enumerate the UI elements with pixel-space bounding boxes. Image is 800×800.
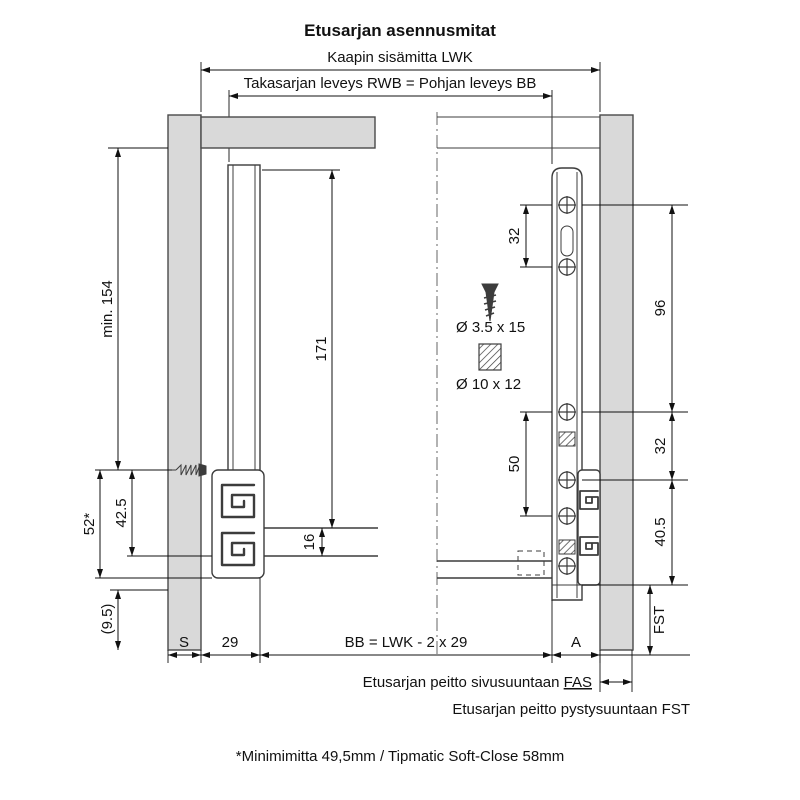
- bottom-dimensions: S 29 BB = LWK - 2 x 29 A: [167, 578, 601, 663]
- runner-rail-profile-right: [577, 469, 601, 586]
- screw-hole-icon: [558, 507, 576, 525]
- plug-size-label: Ø 10 x 12: [456, 376, 521, 393]
- coupling-detail: [517, 550, 545, 576]
- left-dimensions: min. 154 171 52* 42.5 (9.5) 16: [81, 147, 340, 650]
- plug-icon: [478, 343, 502, 371]
- s-label: S: [179, 634, 189, 651]
- screw-hole-icon: [558, 471, 576, 489]
- screw-hole-icon: [558, 258, 576, 276]
- h171-label: 171: [313, 336, 330, 361]
- screw-size-label: Ø 3.5 x 15: [456, 319, 525, 336]
- rail-spiral-icon: [220, 483, 256, 519]
- page-title: Etusarjan asennusmitat: [304, 21, 496, 40]
- footnote: *Minimimitta 49,5mm / Tipmatic Soft-Clos…: [236, 748, 564, 765]
- d50-label: 50: [506, 456, 523, 473]
- fst-annotation: Etusarjan peitto pystysuuntaan FST: [452, 701, 690, 718]
- fas-annotation: Etusarjan peitto sivusuuntaan FAS: [363, 674, 592, 691]
- d32-top-label: 32: [506, 228, 523, 245]
- d9_5-label: (9.5): [99, 604, 116, 635]
- annotations: Etusarjan peitto sivusuuntaan FAS Etusar…: [236, 650, 690, 765]
- a-label: A: [571, 634, 581, 651]
- d96-label: 96: [652, 300, 669, 317]
- hatched-block: [558, 431, 576, 447]
- d42_5-label: 42.5: [113, 498, 130, 527]
- fst-dim-label: FST: [651, 606, 668, 634]
- screw-hole-icon: [558, 196, 576, 214]
- bb-formula-label: BB = LWK - 2 x 29: [345, 634, 468, 651]
- screw-hole-icon: [558, 557, 576, 575]
- screw-hole-icon: [558, 403, 576, 421]
- cabinet-side-panel: [167, 114, 202, 651]
- d16-label: 16: [301, 534, 318, 551]
- rwb-dimension-label: Takasarjan leveys RWB = Pohjan leveys BB: [244, 75, 537, 92]
- left-section-drawer-side: [170, 164, 378, 579]
- fastener-icons: Ø 3.5 x 15 Ø 10 x 12: [456, 283, 525, 393]
- drawer-back-panel: [200, 116, 376, 149]
- runner-rail-profile-left: [211, 469, 265, 579]
- hatched-block: [558, 539, 576, 555]
- screw-hole-icons: [558, 196, 576, 575]
- right-dimensions: 32 50 96 32 40.5 FST: [506, 204, 690, 656]
- d52-label: 52*: [81, 513, 98, 536]
- min154-label: min. 154: [99, 280, 116, 338]
- d32-mid-label: 32: [652, 438, 669, 455]
- d40_5-label: 40.5: [652, 517, 669, 546]
- right-section-front-bracket: [436, 112, 601, 658]
- rail-spiral-icon: [220, 531, 256, 567]
- front-panel: [599, 114, 634, 651]
- adjustment-slot: [560, 225, 574, 257]
- front-fixing-bracket: [551, 167, 583, 601]
- rail-spiral-icon: [579, 490, 599, 510]
- lwk-dimension-label: Kaapin sisämitta LWK: [327, 49, 473, 66]
- rail-spiral-icon: [579, 536, 599, 556]
- screw-icon: [481, 283, 499, 322]
- d29-label: 29: [222, 634, 239, 651]
